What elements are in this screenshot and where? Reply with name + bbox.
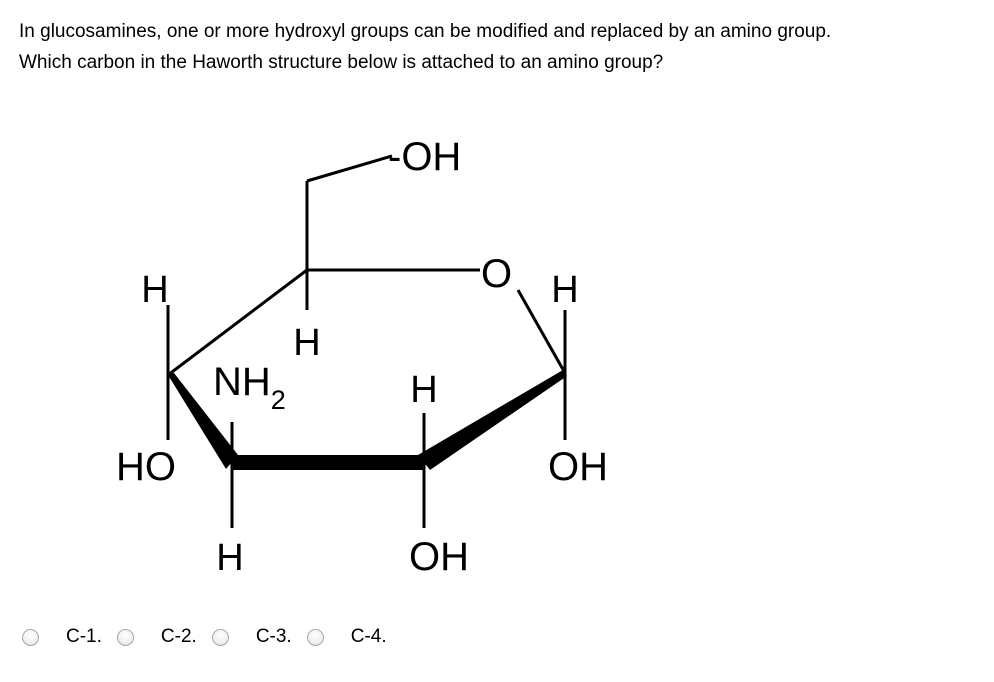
ch2-o-bond <box>306 154 393 183</box>
wedge-bond-c4-c3 <box>168 373 238 469</box>
option-label: C-3. <box>255 626 292 647</box>
question-line-1: In glucosamines, one or more hydroxyl gr… <box>19 21 832 42</box>
c4-oh-label: HO <box>116 445 176 489</box>
c3-h-label: H <box>216 537 243 579</box>
nh2-subscript: 2 <box>271 385 286 415</box>
question-text: In glucosamines, one or more hydroxyl gr… <box>19 16 979 78</box>
radio-button[interactable] <box>22 628 39 646</box>
c1-oh-label: OH <box>548 445 608 489</box>
answer-options: C-1. C-2. C-3. C-4. <box>22 626 402 648</box>
ring-bond-o-c1 <box>516 289 567 374</box>
c3-nh2-label: NH2 <box>213 360 286 415</box>
ring-oxygen-label: O <box>481 252 512 296</box>
option-c1[interactable]: C-1. <box>22 626 102 648</box>
ch2oh-label: -OH <box>388 135 461 179</box>
nh-text: NH <box>213 360 271 404</box>
option-c2[interactable]: C-2. <box>116 626 197 648</box>
question-line-2: Which carbon in the Haworth structure be… <box>19 52 664 73</box>
wedge-bond-c2-c1 <box>418 370 567 470</box>
radio-button[interactable] <box>306 628 324 646</box>
c2-h-label: H <box>410 369 437 411</box>
option-label: C-2. <box>160 626 197 647</box>
c5-h-label: H <box>293 322 320 364</box>
option-label: C-4. <box>350 626 387 647</box>
c2-oh-label: OH <box>409 535 469 579</box>
radio-button[interactable] <box>211 628 229 646</box>
c1-h-label: H <box>551 269 578 311</box>
ring-bond-c5-c4 <box>167 268 308 377</box>
bold-bond-c3-c2 <box>232 455 424 470</box>
option-c4[interactable]: C-4. <box>306 626 387 648</box>
option-c3[interactable]: C-3. <box>211 626 292 648</box>
radio-button[interactable] <box>116 628 134 646</box>
c4-h-label: H <box>141 269 168 311</box>
option-label: C-1. <box>66 626 102 647</box>
